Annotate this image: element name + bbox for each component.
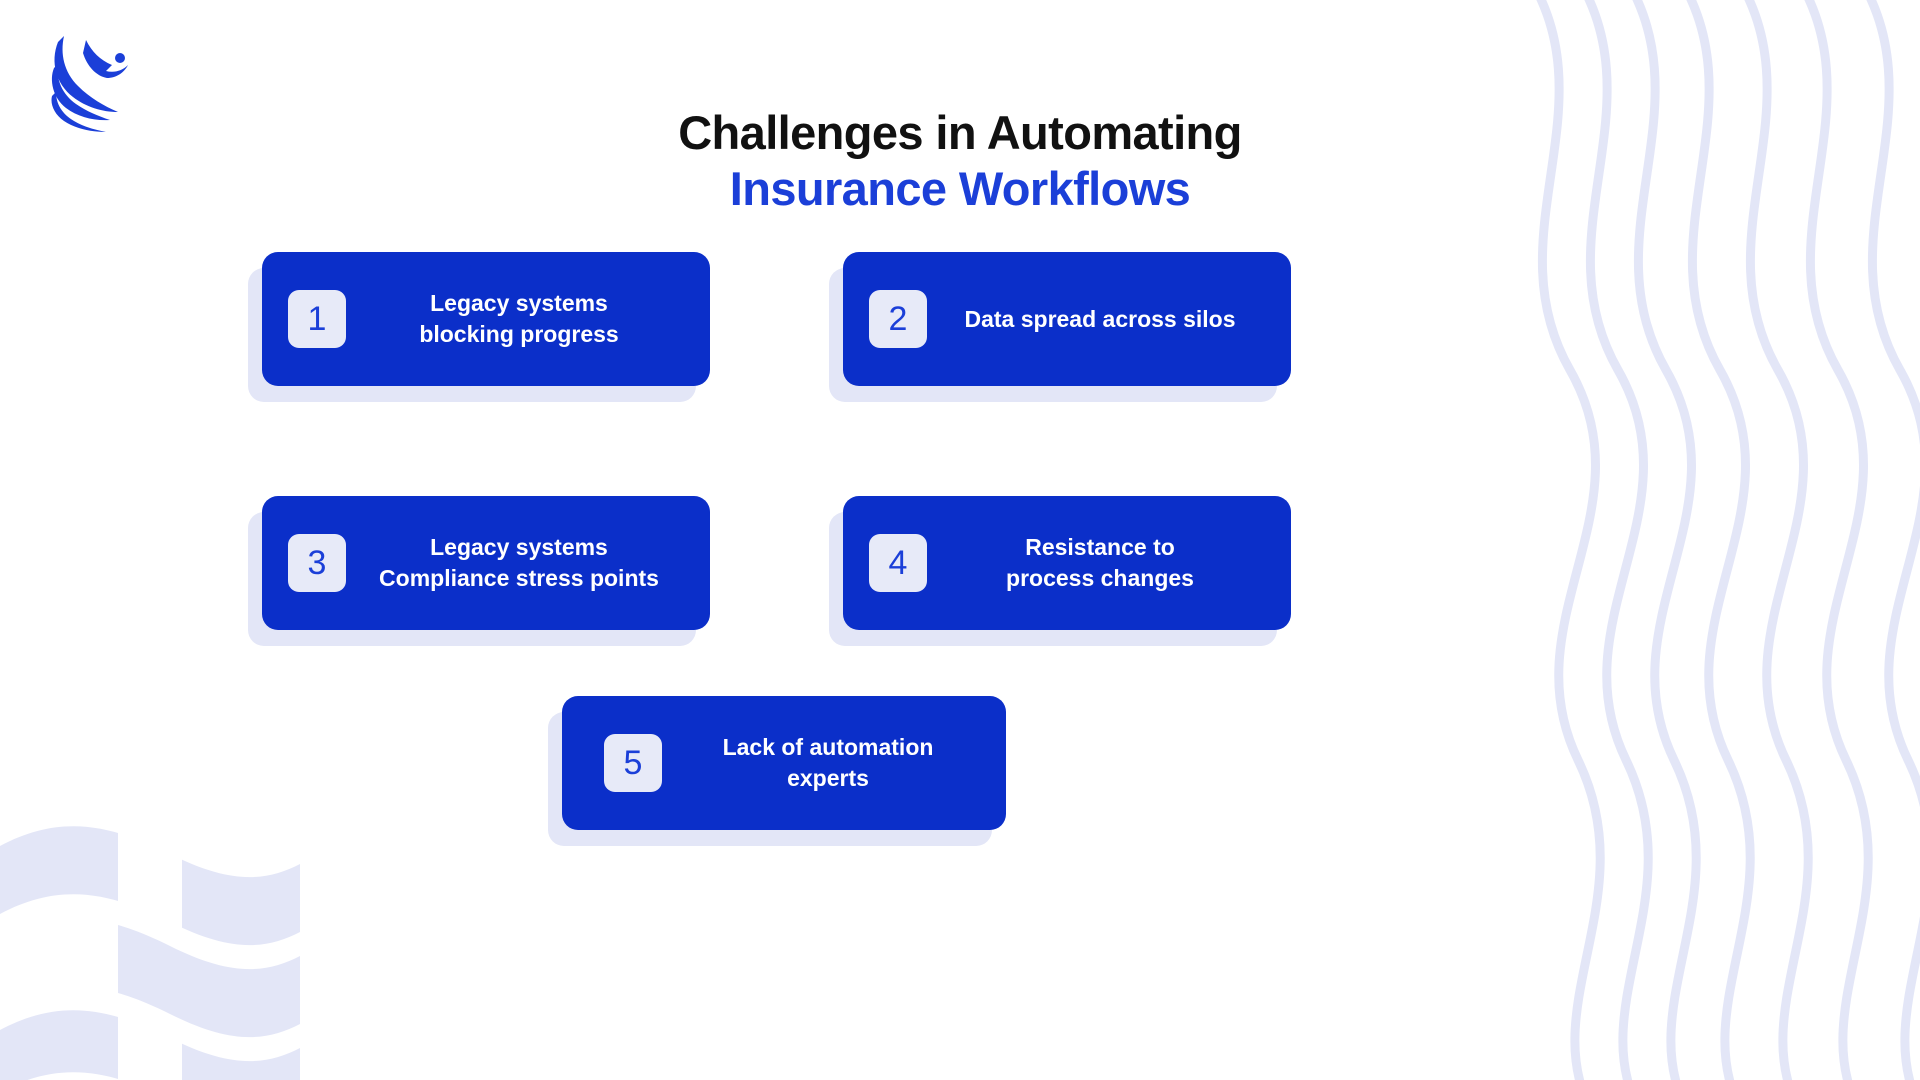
card-number-badge-3: 3 <box>288 534 346 592</box>
card-label-1: Legacy systems blocking progress <box>419 290 619 347</box>
challenge-card-3[interactable]: 3 Legacy systems Compliance stress point… <box>248 496 710 646</box>
challenge-card-4[interactable]: 4 Resistance to process changes <box>829 496 1291 646</box>
card-body-5[interactable]: 5 Lack of automation experts <box>562 696 1006 830</box>
card-number-badge-4: 4 <box>869 534 927 592</box>
challenge-card-2[interactable]: 2 Data spread across silos <box>829 252 1291 402</box>
page-title: Challenges in Automating Insurance Workf… <box>0 105 1920 217</box>
card-body-3[interactable]: 3 Legacy systems Compliance stress point… <box>262 496 710 630</box>
title-line-primary: Challenges in Automating <box>678 106 1242 159</box>
card-number-badge-2: 2 <box>869 290 927 348</box>
card-body-2[interactable]: 2 Data spread across silos <box>843 252 1291 386</box>
card-label-3: Legacy systems Compliance stress points <box>379 534 659 591</box>
card-number-badge-1: 1 <box>288 290 346 348</box>
card-body-1[interactable]: 1 Legacy systems blocking progress <box>262 252 710 386</box>
card-label-4: Resistance to process changes <box>1006 534 1194 591</box>
card-body-4[interactable]: 4 Resistance to process changes <box>843 496 1291 630</box>
card-label-5: Lack of automation experts <box>722 734 934 791</box>
challenge-card-1[interactable]: 1 Legacy systems blocking progress <box>248 252 710 402</box>
challenge-card-5[interactable]: 5 Lack of automation experts <box>548 696 1006 846</box>
phoenix-bird-logo <box>51 36 128 132</box>
card-number-badge-5: 5 <box>604 734 662 792</box>
title-line-secondary: Insurance Workflows <box>729 162 1191 215</box>
card-label-2: Data spread across silos <box>964 305 1236 332</box>
